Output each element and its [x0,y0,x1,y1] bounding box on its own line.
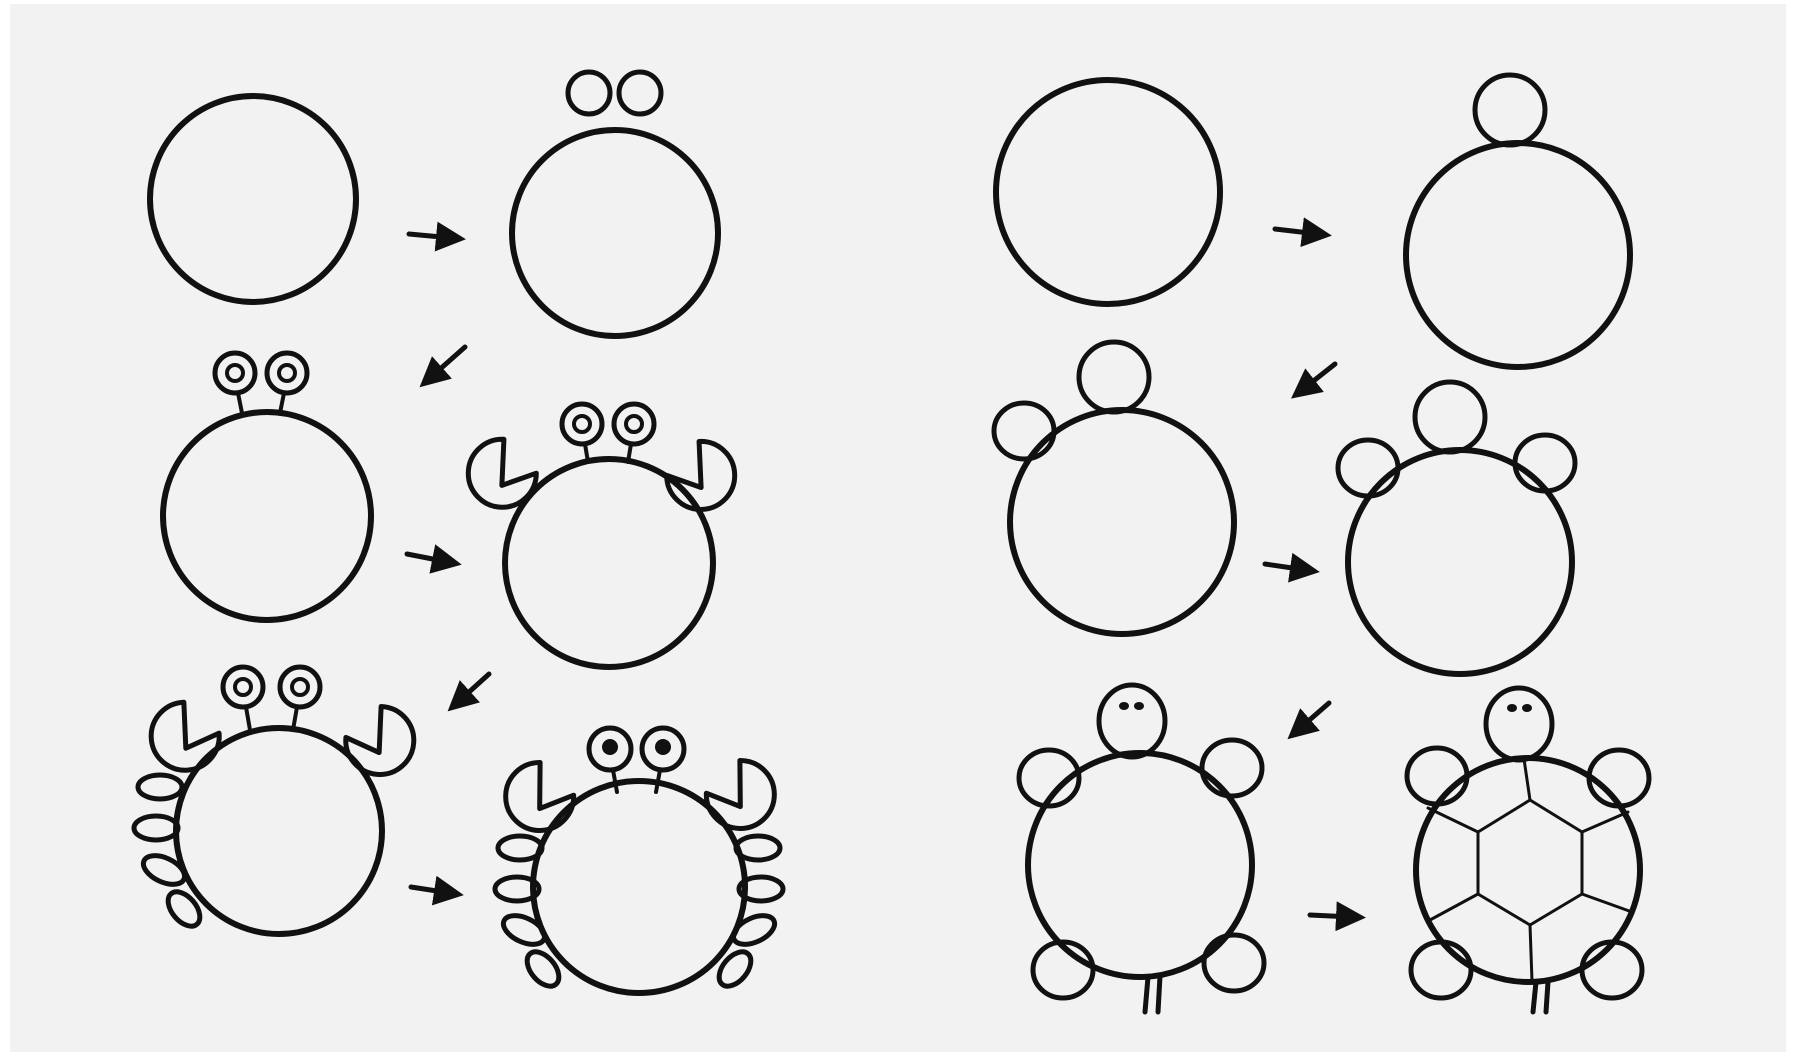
turtle-arrow-5 [1310,915,1352,917]
crab-arrow-4 [458,674,489,702]
turtle-arrow-1 [1275,229,1318,234]
crab-arrow-1 [409,234,452,238]
turtle-arrow-3 [1265,564,1306,570]
turtle-step-2 [1406,75,1630,367]
crab-step-5 [134,667,421,934]
crab-step-6 [495,728,783,993]
crab-arrow-2 [430,347,465,378]
turtle-step-1 [996,80,1220,304]
turtle-step-3 [994,342,1234,634]
turtle-step-6 [1407,688,1649,1012]
crab-step-3 [163,353,371,620]
turtle-step-5 [1019,685,1264,1012]
crab-step-2 [512,72,718,336]
crab-tutorial [134,72,783,993]
turtle-arrow-4 [1298,703,1329,730]
crab-step-4 [463,404,740,667]
turtle-tutorial [994,75,1649,1012]
crab-arrow-3 [407,554,448,562]
crab-arrow-5 [411,887,450,893]
turtle-step-4 [1338,382,1575,674]
crab-step-1 [150,96,356,302]
turtle-arrow-2 [1302,364,1335,390]
